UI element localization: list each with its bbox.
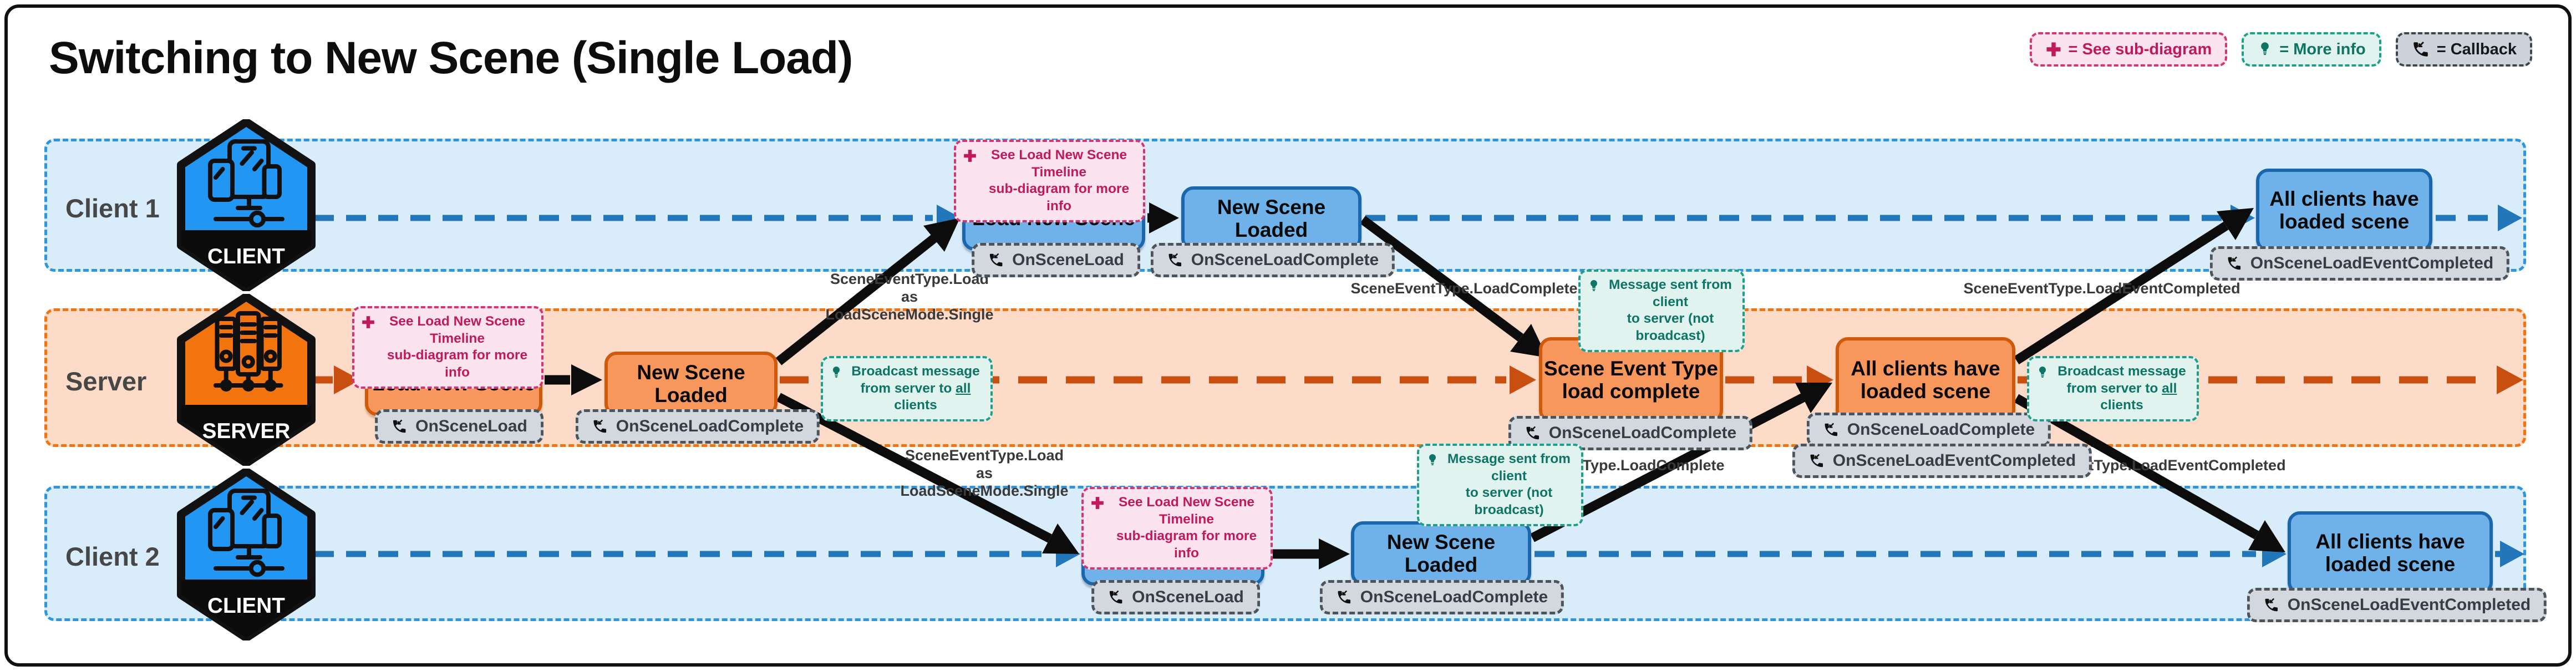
plus-icon [362,316,374,328]
phone-icon [1526,426,1539,440]
note-see-sub-diagram: See Load New Scene Timeline sub-diagram … [954,140,1145,222]
callback-label: OnSceneLoadComplete [1548,424,1737,442]
plus-icon [2046,42,2061,57]
box-client1-all-clients-loaded: All clients have loaded scene [2256,169,2432,252]
phone-icon [2228,256,2241,270]
phone-icon [2265,598,2278,612]
phone-icon [1168,253,1182,267]
callback-label: OnSceneLoadComplete [616,417,804,435]
phone-icon [1810,454,1823,467]
callback-label: OnSceneLoad [1132,588,1244,606]
arrow-client1-to-server-loadcomplete [1359,216,1524,342]
plus-icon [964,150,976,162]
callback-label: OnSceneLoad [415,417,527,435]
client1-badge: CLIENT [177,119,316,291]
note-text: See Load New Scene Timeline sub-diagram … [1116,495,1257,561]
lane-label-client1: Client 1 [65,194,160,223]
client-devices-icon [208,489,284,577]
box-server-all-clients-loaded: All clients have loaded scene [1836,337,2015,423]
client2-badge-label: CLIENT [207,594,285,618]
server-badge: SERVER [177,294,316,466]
phone-icon [593,419,607,433]
note-text: See Load New Scene Timeline sub-diagram … [387,314,528,380]
callback-label: OnSceneLoad [1012,251,1124,269]
note-client-to-server: Message sent from client to server (not … [1417,444,1583,526]
legend-label: = More info [2279,40,2366,58]
callback-tag-onsceneload: OnSceneLoad [1091,580,1260,614]
bulb-icon [2261,42,2269,55]
phone-icon [1825,423,1838,436]
callback-tag-onsceneloadcomplete: OnSceneLoadComplete [1150,243,1395,277]
callback-label: OnSceneLoadComplete [1360,588,1548,606]
legend-label: = See sub-diagram [2068,40,2212,58]
bulb-icon [1429,454,1436,465]
bulb-icon [2039,367,2046,378]
label-scene-event-type-load-bottom: SceneEventType.Load as LoadSceneMode.Sin… [900,447,1069,499]
callback-tag-onsceneloadeventcompleted: OnSceneLoadEventCompleted [1792,444,2092,478]
arrow-server-to-client1-load [775,235,937,365]
note-text: See Load New Scene Timeline sub-diagram … [988,148,1130,214]
callback-label: OnSceneLoadEventCompleted [2250,254,2494,272]
page-title: Switching to New Scene (Single Load) [49,33,853,83]
server-badge-label: SERVER [202,419,291,443]
callback-tag-onsceneloadcomplete: OnSceneLoadComplete [1806,413,2051,447]
message-arrowheads [571,202,2285,570]
phone-icon [393,419,406,433]
note-see-sub-diagram: See Load New Scene Timeline sub-diagram … [352,306,543,389]
legend-label: = Callback [2436,40,2517,58]
legend-callback: = Callback [2395,32,2532,67]
note-text: Message sent from client to server (not … [1447,451,1571,517]
box-client2-new-scene-loaded: New Scene Loaded [1351,521,1531,586]
lane-label-client2: Client 2 [65,542,160,571]
callback-label: OnSceneLoadEventCompleted [1832,451,2076,470]
arrow-server-to-client1-completed [2014,221,2229,365]
lane-label-server: Server [65,367,147,396]
note-see-sub-diagram: See Load New Scene Timeline sub-diagram … [1081,487,1273,570]
callback-tag-onsceneloadeventcompleted: OnSceneLoadEventCompleted [2209,246,2510,281]
label-scene-event-type-load-top: SceneEventType.Load as LoadSceneMode.Sin… [825,271,994,323]
note-broadcast-message: Broadcast message from server to all cli… [821,356,993,421]
callback-tag-onsceneloadcomplete: OnSceneLoadComplete [575,409,820,444]
phone-icon [1338,590,1351,604]
note-broadcast-message: Broadcast message from server to all cli… [2027,356,2199,421]
client1-badge-label: CLIENT [207,245,285,268]
callback-tag-onsceneload: OnSceneLoad [375,409,543,444]
legend-see-sub-diagram: = See sub-diagram [2029,32,2228,67]
callback-label: OnSceneLoadComplete [1191,251,1379,269]
client-devices-icon [208,139,284,228]
bulb-icon [1591,280,1597,291]
outer-frame [4,4,2572,667]
plus-icon [1091,497,1104,509]
label-scene-event-type-loadcomplete-top: SceneEventType.LoadComplete [1350,280,1578,297]
callback-tag-onsceneload: OnSceneLoad [972,243,1140,277]
phone-icon [989,253,1003,267]
callback-tag-onsceneloadeventcompleted: OnSceneLoadEventCompleted [2247,588,2547,622]
box-client1-new-scene-loaded: New Scene Loaded [1181,186,1361,251]
note-text: Message sent from client to server (not … [1609,277,1732,343]
client2-badge: CLIENT [177,469,316,640]
legend: = See sub-diagram = More info = Callback [2029,32,2532,67]
note-client-to-server: Message sent from client to server (not … [1578,270,1745,352]
note-text: Broadcast message from server to all cli… [2057,364,2186,413]
box-client2-all-clients-loaded: All clients have loaded scene [2288,511,2493,594]
legend-more-info: = More info [2242,32,2381,67]
phone-icon [2413,41,2428,57]
callback-tag-onsceneloadcomplete: OnSceneLoadComplete [1319,580,1564,614]
label-scene-event-type-loadeventcompleted-top: SceneEventType.LoadEventCompleted [1963,280,2240,297]
server-racks-icon [214,311,283,392]
bulb-icon [833,367,840,378]
callback-label: OnSceneLoadEventCompleted [2287,596,2531,614]
callback-label: OnSceneLoadComplete [1847,420,2035,439]
phone-icon [1109,590,1122,604]
box-server-new-scene-loaded: New Scene Loaded [604,352,778,416]
arrow-server-to-client2-load [776,393,1052,543]
note-text: Broadcast message from server to all cli… [851,364,980,413]
